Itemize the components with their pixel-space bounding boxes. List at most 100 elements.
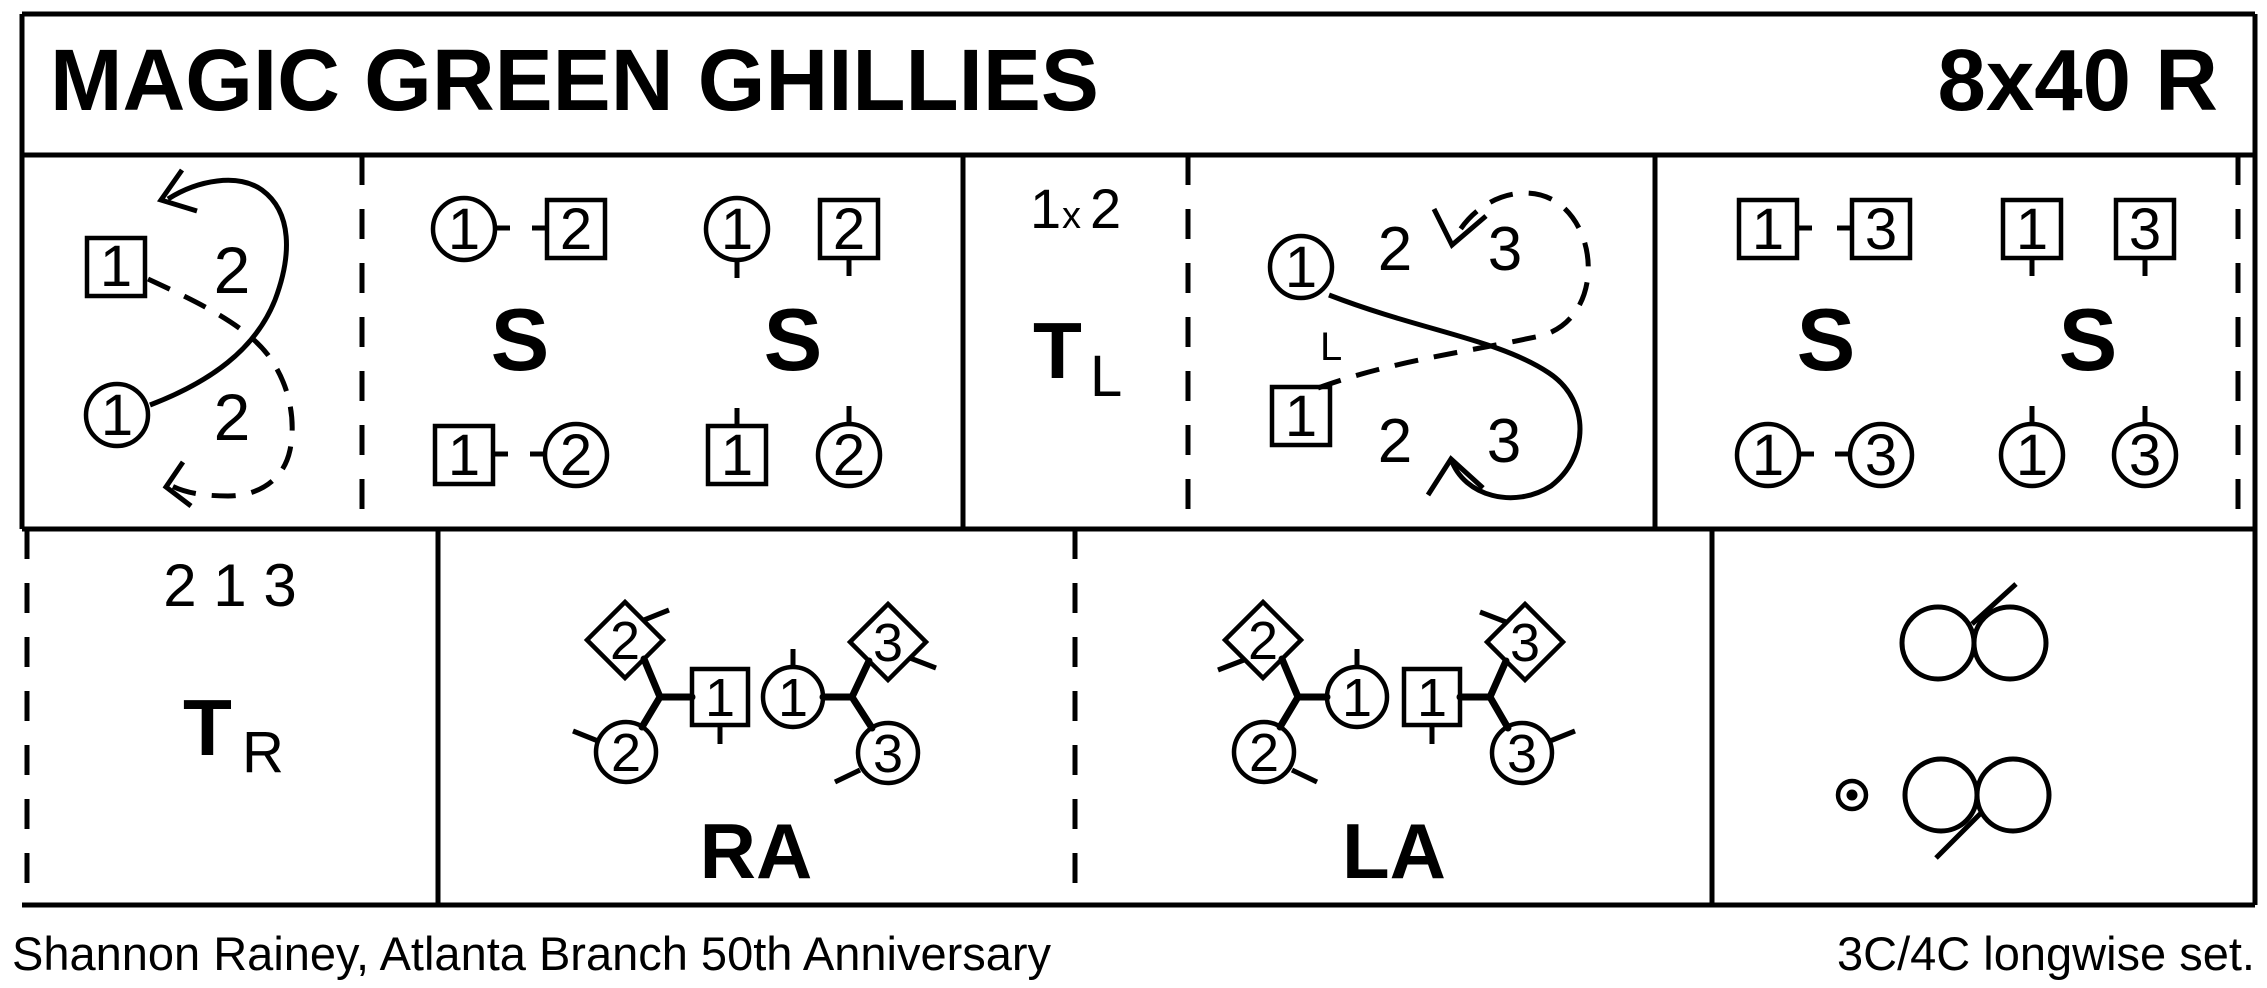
man-track-path [1317,190,1591,391]
figure-set-13: 1 3 1 3 S 1 3 1 3 S [1734,197,2179,489]
woman1-circle [83,381,151,449]
woman3-number: 3 [873,724,903,784]
man1-square [84,235,148,299]
woman3-circle [1489,720,1555,786]
man-cast-arrowhead [162,460,193,508]
right-wheel-arms [819,657,876,732]
woman-track-arrowhead [1425,455,1485,497]
set-symbol: S [491,290,550,389]
left-hand-label: L [1320,325,1342,369]
woman1-number: 1 [721,197,753,262]
figure-set-12: 1 2 1 2 S 1 2 1 2 S [430,195,883,489]
figure8-bottom-left-loop [1902,756,1980,834]
crossed-mark: x [1062,195,1081,237]
woman1-number: 1 [101,383,133,448]
woman2-circle [593,719,659,785]
place-2-upper: 2 [214,233,251,307]
man3-facing-tick [1479,609,1507,625]
couple-2-label: 2 [1090,177,1121,240]
man1-number: 1 [721,423,753,488]
man1-number: 1 [1285,384,1317,449]
figure-chase: 1 1 L 2 3 2 3 [1267,190,1591,501]
woman2-number: 2 [833,423,865,488]
figure-lefts-across: 2 2 1 1 3 3 LA [1217,598,1576,895]
woman1-number: 1 [1752,423,1784,488]
woman1-number: 1 [778,668,808,728]
turn-symbol: T [183,683,232,772]
woman2-facing-tick [1290,767,1319,785]
woman1-number: 1 [2016,423,2048,488]
figure8-bottom-cross-slash [1934,811,1983,860]
man2-diamond [583,598,667,682]
set-symbol: S [1797,290,1856,389]
man1-square [1269,384,1333,448]
dance-title: MAGIC GREEN GHILLIES [50,32,1099,129]
man3-facing-tick [909,655,937,671]
deviser-credit: Shannon Rainey, Atlanta Branch 50th Anni… [12,927,1052,980]
woman2-circle [1231,719,1297,785]
left-wheel-arms [1276,655,1331,731]
man-track-arrowhead [1431,207,1488,249]
figure-turn-right: 2 1 3 T R [163,552,296,785]
man1-number: 1 [100,234,132,299]
place-2-upper: 2 [1378,215,1412,284]
right-wheel-arms [1456,657,1512,732]
place-2-lower: 2 [1378,407,1412,476]
woman2-number: 2 [611,723,641,783]
man2-facing-tick [643,607,670,623]
pivot-dot-ring [1835,778,1869,812]
woman3-number: 3 [2129,423,2161,488]
repeat-code: 8x40 R [1937,32,2218,129]
woman1-number: 1 [1285,235,1317,300]
figure8-bottom-right-loop [1974,756,2052,834]
man2-diamond [1221,598,1305,682]
man3-number: 3 [1865,197,1897,262]
woman3-circle [855,720,921,786]
place-3-upper: 3 [1488,215,1522,284]
man2-number: 2 [1248,611,1278,671]
header: MAGIC GREEN GHILLIES 8x40 R [50,32,2218,129]
man-cast-path [146,276,295,499]
man3-number: 3 [873,613,903,673]
set-formation: 3C/4C longwise set. [1837,927,2255,980]
man1-number: 1 [1752,197,1784,262]
man1-number: 1 [705,668,735,728]
woman1-number: 1 [1342,668,1372,728]
turn-symbol: T [1033,306,1082,395]
left-wheel-arms [638,655,696,731]
place-2-lower: 2 [214,380,251,454]
woman-cast-arrowhead [156,168,198,214]
man2-number: 2 [610,611,640,671]
woman2-number: 2 [560,423,592,488]
rights-across-label: RA [700,807,813,895]
man2-facing-tick [1217,657,1245,673]
turn-left-subscript: L [1090,344,1122,409]
set-symbol: S [2059,290,2118,389]
woman2-number: 2 [1249,723,1279,783]
woman1-number: 1 [448,197,480,262]
footer: Shannon Rainey, Atlanta Branch 50th Anni… [12,927,2255,980]
progression-order: 2 1 3 [163,552,296,619]
turn-right-subscript: R [242,720,284,785]
figure-cast: 1 1 2 2 [83,168,295,508]
man2-number: 2 [833,197,865,262]
man3-diamond [846,600,930,684]
man1-number: 1 [1417,668,1447,728]
place-3-lower: 3 [1487,407,1521,476]
man3-number: 3 [1510,613,1540,673]
man2-number: 2 [560,197,592,262]
bar-separators-dashed [24,155,2241,905]
bar-separators-solid [435,155,1715,905]
woman3-number: 3 [1507,724,1537,784]
set-symbol: S [764,290,823,389]
woman-cast-path [149,177,289,408]
man3-diamond [1483,600,1567,684]
outer-border [19,11,2258,908]
pivot-dot [1846,789,1858,801]
man1-number: 1 [2016,197,2048,262]
woman3-facing-tick [833,767,862,785]
woman3-facing-tick [1549,728,1576,744]
woman3-number: 3 [1865,423,1897,488]
